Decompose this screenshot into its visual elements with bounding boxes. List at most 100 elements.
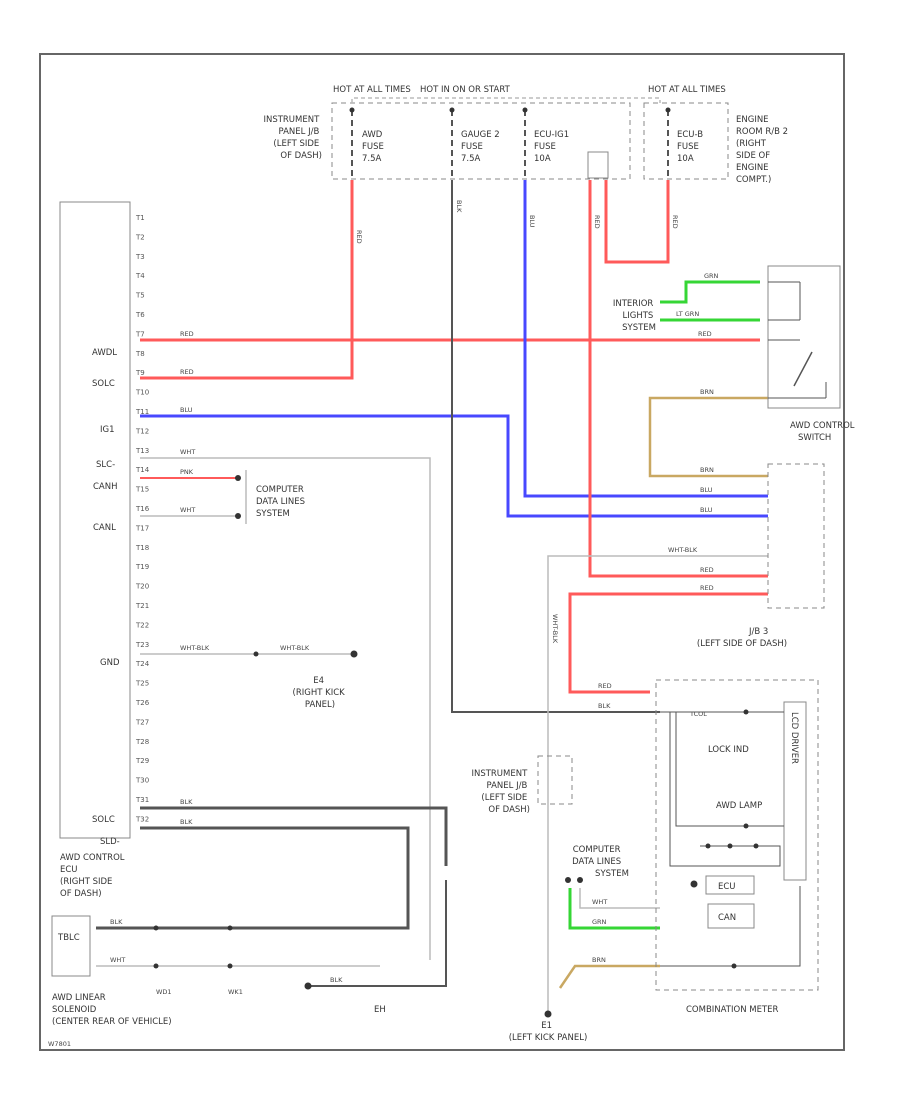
ecu-pin: T9	[135, 369, 145, 377]
ecu-pin: T3	[135, 253, 145, 261]
ecu-pin: T12	[135, 427, 149, 435]
wire-wht-canh	[140, 457, 431, 960]
jb3-outline	[767, 463, 825, 609]
meter-lcd-driver: LCD DRIVER	[789, 712, 799, 764]
ecu-pin: T2	[135, 233, 145, 241]
wire-red-jb3-b	[568, 592, 768, 694]
panel-jb-lower-outline	[537, 755, 573, 805]
wire-label-red-6: RED	[598, 682, 612, 690]
awd-control-switch: AWD CONTROL SWITCH	[767, 265, 857, 443]
wire-label-grn-2: GRN	[592, 918, 607, 926]
wire-blk-eh	[310, 880, 447, 987]
wire-label-red-3: RED	[698, 330, 712, 338]
ecu-pin: T7	[135, 330, 145, 338]
fuse-block: HOT AT ALL TIMES HOT IN ON OR START HOT …	[263, 85, 788, 185]
wire-label-red-v2: RED	[671, 215, 679, 229]
wire-grn-interior-1	[660, 280, 760, 304]
awd-linear-solenoid: TBLC AWD LINEAR SOLENOID (CENTER REAR OF…	[51, 915, 243, 1027]
fuse-header-left: HOT AT ALL TIMES	[333, 85, 411, 95]
panel-jb-lower-label: INSTRUMENT PANEL J/B (LEFT SIDE OF DASH)	[471, 769, 530, 815]
ecu-label: AWD CONTROL ECU (RIGHT SIDE OF DASH)	[60, 853, 127, 899]
jb3: J/B 3 (LEFT SIDE OF DASH)	[697, 463, 825, 649]
ecu-pin: T28	[135, 738, 149, 746]
wire-label-blu-1: BLU	[180, 406, 193, 414]
ecu-pin: T32	[135, 815, 149, 823]
combination-meter: LCD DRIVER TCOL LOCK IND AWD LAMP ECU CA…	[655, 679, 819, 1015]
ground-eh-label: EH	[374, 1005, 386, 1015]
wire-grn-can	[568, 888, 660, 930]
computer-data-lines-1: COMPUTER DATA LINES SYSTEM	[235, 470, 308, 524]
ecu-signal-solc: SOLC	[92, 379, 115, 389]
ground-e1-label: E1 (LEFT KICK PANEL)	[509, 1021, 588, 1043]
ecu-pin: T10	[135, 389, 149, 397]
wire-blu-ig1	[140, 414, 768, 518]
ecu-signal-awdl: AWDL	[92, 348, 117, 358]
wire-label-red-1: RED	[180, 368, 194, 376]
solenoid-tag: TBLC	[57, 933, 80, 943]
computer-data-lines-2: COMPUTER DATA LINES SYSTEM	[565, 845, 629, 883]
meter-vol: TCOL	[689, 710, 707, 718]
wire-label-blk-2: BLK	[180, 798, 193, 806]
ecu-pin: T22	[135, 621, 149, 629]
ecu-signal-sld: SLD-	[100, 837, 120, 847]
wire-label-wht-4: WHT	[592, 898, 607, 906]
ecu-pin: T26	[135, 699, 150, 707]
ecu-pin: T25	[135, 680, 149, 688]
meter-can-box	[707, 903, 755, 929]
ecu-pin: T8	[135, 350, 145, 358]
ecu-signal-solc-2: SOLC	[92, 815, 115, 825]
wire-label-wht-blk-1: WHT-BLK	[668, 546, 698, 554]
ecu-pin: T29	[135, 757, 149, 765]
ecu-pin: T31	[135, 796, 149, 804]
ecu-signal-canl: CANL	[93, 523, 116, 533]
wire-label-blk-4: BLK	[110, 918, 123, 926]
wire-blu-ecu-ig1-fuse	[523, 180, 768, 498]
instrument-panel-jb-lower: INSTRUMENT PANEL J/B (LEFT SIDE OF DASH)	[471, 755, 573, 815]
computer-data-label-1: COMPUTER DATA LINES SYSTEM	[256, 485, 308, 519]
wire-label-brn-2: BRN	[700, 466, 714, 474]
wire-label-blu-2: BLU	[700, 506, 713, 514]
ecu-pin: T15	[135, 486, 149, 494]
jb-small-connector	[587, 151, 609, 179]
solenoid-conn-wk1: WK1	[228, 988, 243, 996]
solenoid-conn-wd1: WD1	[156, 988, 172, 996]
wire-blk-gauge	[451, 180, 660, 713]
wire-blk-solc	[140, 806, 448, 866]
ecu-pin: T23	[135, 641, 149, 649]
ecu-signal-gnd: GND	[100, 658, 120, 668]
ground-e4: E4 (RIGHT KICK PANEL)	[293, 650, 358, 710]
wire-label-wht-blk-3: WHT-BLK	[280, 644, 310, 652]
ecu-pin: T20	[135, 583, 149, 591]
solenoid-label: AWD LINEAR SOLENOID (CENTER REAR OF VEHI…	[52, 993, 172, 1027]
wire-wht-blk-e1	[547, 555, 768, 1012]
wire-red-awd-fuse	[140, 180, 354, 380]
ecu-signal-slc: SLC-	[96, 460, 115, 470]
ecu-pin: T11	[135, 408, 149, 416]
ecu-pin: T1	[135, 214, 145, 222]
interior-lights-label: INTERIOR LIGHTS SYSTEM	[613, 299, 656, 333]
wire-label-red-v1: RED	[355, 230, 363, 244]
switch-label: AWD CONTROL SWITCH	[790, 421, 857, 443]
ecu-pin: T19	[135, 563, 149, 571]
ground-e1: E1 (LEFT KICK PANEL)	[509, 1010, 588, 1043]
wire-label-brn-3: BRN	[592, 956, 606, 964]
ecu-pin: T21	[135, 602, 149, 610]
wire-brn-switch	[648, 396, 768, 478]
fuse-bus-line	[351, 97, 661, 103]
meter-lock-ind: LOCK IND	[708, 745, 749, 755]
wire-label-blk-5: BLK	[330, 976, 343, 984]
diagram-frame	[39, 53, 845, 1051]
ground-eh: EH	[304, 982, 386, 1015]
ecu-pin: T17	[135, 524, 149, 532]
meter-outline	[655, 679, 819, 991]
ecu-pin-list: T1T2T3T4T5T6T7T8T9T10T11T12T13T14T15T16T…	[135, 214, 150, 823]
ecu-signal-canh: CANH	[93, 482, 118, 492]
wire-label-blk-v: BLK	[455, 200, 463, 213]
meter-label: COMBINATION METER	[686, 1005, 779, 1015]
